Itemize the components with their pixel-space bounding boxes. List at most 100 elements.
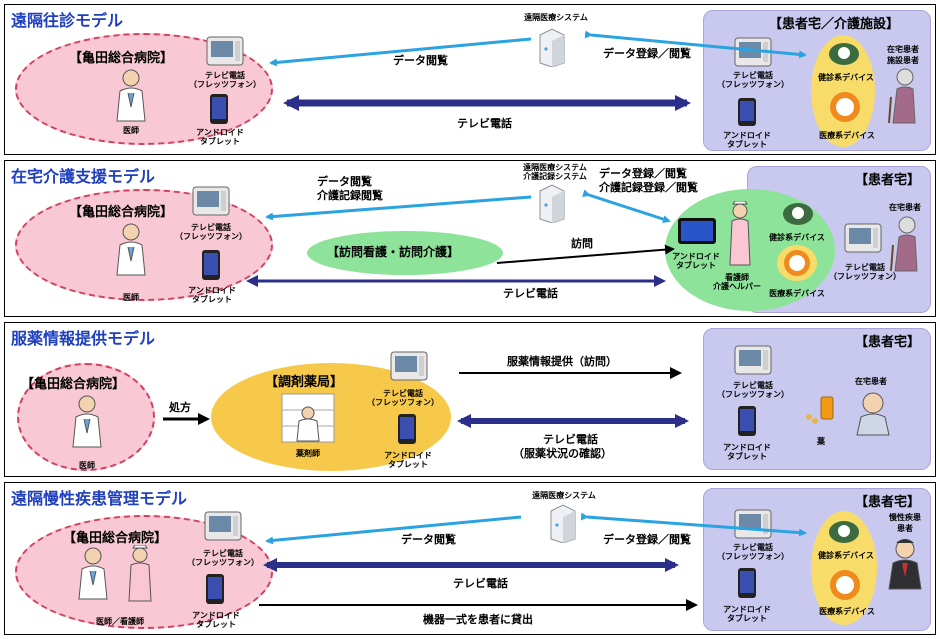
system-label: 遠隔医療システム介護記録システム [515, 163, 595, 181]
doctor-icon [113, 221, 149, 277]
doctor-icon [113, 67, 149, 123]
tv-phone-label: テレビ電話（フレッツフォン） [181, 549, 265, 567]
care-reg-label: 介護記録登録／閲覧 [599, 181, 698, 194]
hospital-label: 【亀田総合病院】 [69, 51, 174, 66]
panel-home-care: 在宅介護支援モデル 【亀田総合病院】 医師 テレビ電話（フレッツフォン） アンド… [4, 160, 936, 317]
data-reg-label: データ登録／閲覧 [603, 47, 691, 60]
tablet-label: アンドロイドタブレット [177, 286, 247, 304]
flets-phone-text: （フレッツフォン） [367, 398, 439, 407]
medical-device-label: 医療系デバイス [819, 131, 875, 140]
tablet-text: タブレット [192, 295, 232, 304]
pharmacist-label: 薬剤師 [296, 449, 320, 458]
tv-phone-label: テレビ電話（フレッツフォン） [711, 543, 795, 561]
android-text: アンドロイド [192, 611, 240, 620]
tablet-text: タブレット [676, 261, 716, 270]
data-view-arrow [265, 515, 522, 545]
flets-phone-text: （フレッツフォン） [717, 80, 789, 89]
medicine-icon [803, 395, 837, 425]
tablet-icon [737, 405, 757, 437]
panel-medication-info: 服薬情報提供モデル 【亀田総合病院】 医師 処方 【調剤薬局】 薬剤師 テレビ電… [4, 322, 936, 477]
care-helper-text: 介護ヘルパー [713, 282, 761, 291]
flets-phone-text: （フレッツフォン） [829, 272, 901, 281]
tablet-icon [201, 249, 221, 281]
server-icon [549, 503, 577, 544]
visit-bubble-label: 【訪問看護・訪問介護】 [327, 245, 460, 259]
android-text: アンドロイド [723, 443, 771, 452]
server-icon [538, 27, 566, 68]
flets-phone-text: （フレッツフォン） [187, 558, 259, 567]
doctor-label: 医師 [123, 293, 139, 302]
medical-device-label: 医療系デバイス [819, 607, 875, 616]
data-view-label: データ閲覧 [393, 54, 448, 67]
android-text: アンドロイド [723, 131, 771, 140]
tv-call-label: テレビ電話 [453, 577, 508, 590]
tablet-icon [737, 567, 757, 599]
hospital-label: 【亀田総合病院】 [63, 531, 168, 546]
vital-device-label: 健診系デバイス [769, 233, 825, 242]
tv-phone-text: テレビ電話 [205, 71, 245, 80]
patient-home-label: 【患者宅】 [855, 335, 921, 350]
care-view-label: 介護記録閲覧 [317, 189, 383, 202]
tablet-text: タブレット [388, 460, 428, 469]
middle-aged-man-icon [885, 537, 925, 591]
medicine-label: 薬 [817, 437, 825, 446]
tv-phone-icon [389, 349, 429, 383]
scale-icon [827, 567, 863, 603]
elderly-woman-icon [889, 215, 923, 273]
tablet-label: アンドロイドタブレット [711, 605, 783, 623]
tablet-label: アンドロイドタブレット [665, 252, 727, 270]
elderly-man-icon [851, 389, 895, 437]
tv-phone-text: テレビ電話 [845, 263, 885, 272]
tablet-text: タブレット [200, 137, 240, 146]
tablet-label: アンドロイドタブレット [711, 131, 783, 149]
tablet-label: アンドロイドタブレット [185, 128, 255, 146]
bp-device-icon [827, 515, 861, 545]
tablet-text: タブレット [727, 614, 767, 623]
nurse-icon [125, 544, 155, 603]
tablet-landscape-icon [677, 217, 717, 245]
medical-device-label: 医療系デバイス [769, 289, 825, 298]
tv-phone-icon [191, 183, 231, 219]
tv-phone-label: テレビ電話（フレッツフォン） [711, 71, 795, 89]
flets-phone-text: （フレッツフォン） [189, 80, 261, 89]
patient-home-label: 【患者宅】 [855, 173, 921, 188]
prescription-label: 処方 [169, 401, 191, 414]
patient-facility-label: 【患者宅／介護施設】 [769, 17, 900, 32]
tablet-icon [205, 573, 225, 605]
android-text: アンドロイド [188, 286, 236, 295]
vital-device-label: 健診系デバイス [818, 551, 874, 560]
nurse-icon [727, 200, 753, 267]
bp-device-icon [781, 197, 815, 227]
tv-call-label: テレビ電話 [457, 117, 512, 130]
patient-label-1: 在宅患者 [887, 45, 919, 54]
tablet-label: アンドロイドタブレット [181, 611, 251, 629]
tablet-icon [737, 97, 757, 127]
system-label: 遠隔医療システム [532, 491, 596, 500]
nurse-label: 看護師介護ヘルパー [705, 273, 769, 291]
hospital-label: 【亀田総合病院】 [21, 377, 126, 392]
tv-phone-icon [205, 33, 245, 69]
doctor-icon [75, 545, 111, 601]
elderly-woman-icon [887, 67, 921, 125]
doctor-label: 医師 [123, 126, 139, 135]
server-icon [538, 183, 566, 224]
data-reg-label: データ登録／閲覧 [599, 167, 687, 180]
doctor-label: 医師 [79, 461, 95, 470]
tv-phone-icon [733, 35, 773, 69]
panel-title: 遠隔慢性疾患管理モデル [11, 489, 188, 508]
hospital-label: 【亀田総合病院】 [69, 205, 174, 220]
patient-label-1: 慢性疾患 [889, 513, 921, 522]
panel-title: 在宅介護支援モデル [11, 167, 156, 186]
tv-phone-icon [843, 221, 883, 255]
panel-title: 遠隔往診モデル [11, 11, 124, 30]
tv-phone-icon [733, 507, 773, 541]
visit-label: 訪問 [571, 237, 593, 250]
panel-chronic-disease: 遠隔慢性疾患管理モデル 【亀田総合病院】 医師／看護師 テレビ電話（フレッツフォ… [4, 482, 936, 635]
pharmacy-label: 【調剤薬局】 [265, 375, 344, 390]
tv-phone-text: テレビ電話 [191, 223, 231, 232]
tv-phone-text: テレビ電話 [733, 543, 773, 552]
android-text: アンドロイド [196, 128, 244, 137]
panel-remote-visit: 遠隔往診モデル 【亀田総合病院】 医師 テレビ電話（フレッツフォン） アンドロイ… [4, 4, 936, 155]
tv-phone-text: テレビ電話 [203, 549, 243, 558]
patient-label: 在宅患者 [855, 377, 887, 386]
